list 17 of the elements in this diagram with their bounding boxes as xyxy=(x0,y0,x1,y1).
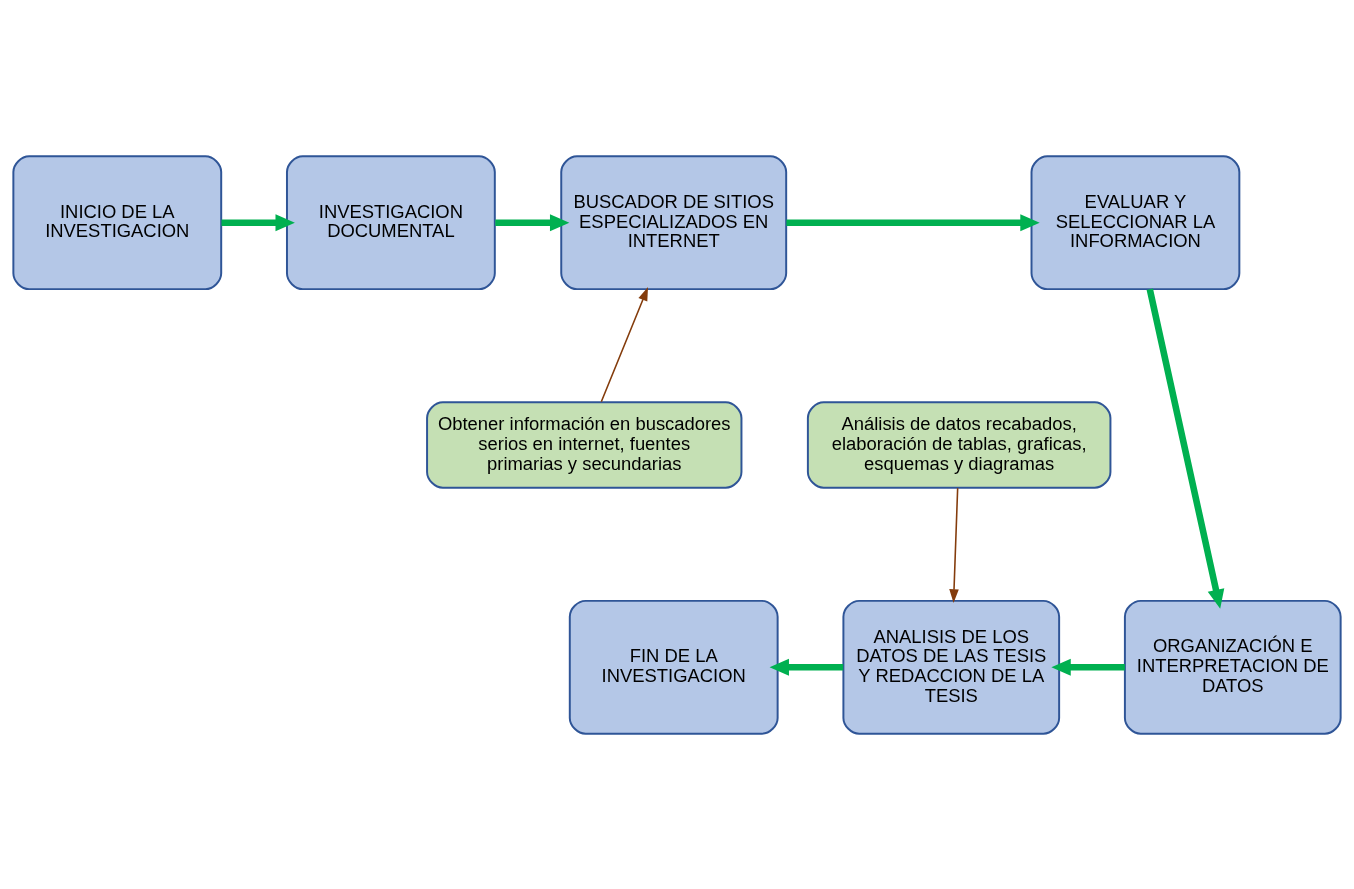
arrow xyxy=(949,486,959,603)
arrow xyxy=(1051,658,1125,676)
node-box: EVALUAR Y SELECCIONAR LA INFORMACION xyxy=(1030,154,1241,290)
node-box: ORGANIZACIÓN E INTERPRETACION DE DATOS xyxy=(1123,599,1342,735)
arrow xyxy=(769,658,844,676)
node-box: Análisis de datos recabados, elaboración de tablas, graficas, esquemas y diagramas xyxy=(806,400,1112,489)
arrow xyxy=(495,213,570,231)
node-box: ANALISIS DE LOS DATOS DE LAS TESIS Y REDACCION DE LA TESIS xyxy=(842,599,1061,735)
arrow xyxy=(221,213,295,231)
node-box: INICIO DE LA INVESTIGACION xyxy=(12,154,223,290)
node-box: INVESTIGACION DOCUMENTAL xyxy=(286,154,496,290)
node-box: BUSCADOR DE SITIOS ESPECIALIZADOS EN INTERNET xyxy=(560,154,788,290)
arrow xyxy=(1146,288,1225,609)
node-box: Obtener información en buscadores serios en internet, fuentes primarias y secundarias xyxy=(426,400,743,489)
arrow xyxy=(600,286,648,403)
node-box: FIN DE LA INVESTIGACION xyxy=(568,599,779,735)
arrow xyxy=(786,213,1040,231)
